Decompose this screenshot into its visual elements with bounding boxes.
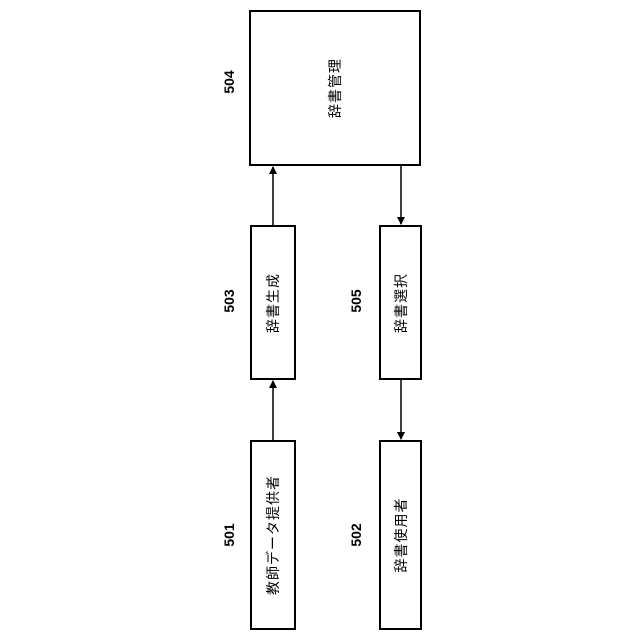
connector-arrows <box>0 0 640 640</box>
